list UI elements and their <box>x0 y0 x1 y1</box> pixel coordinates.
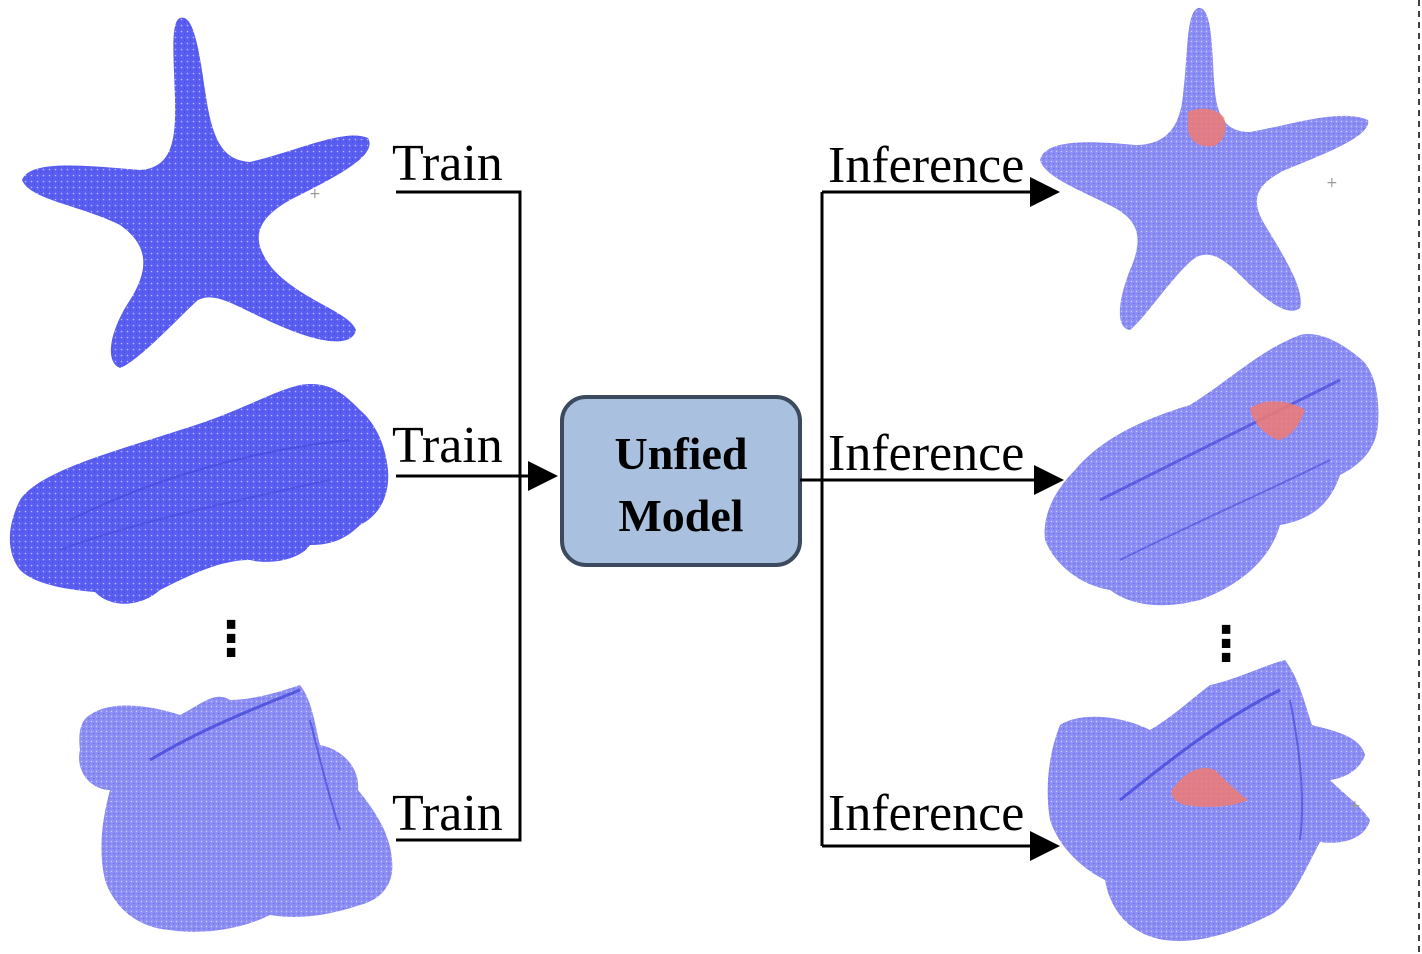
svg-text:+: + <box>309 186 321 202</box>
airplane-anomaly-region <box>1171 768 1248 807</box>
svg-text:+: + <box>1326 175 1338 191</box>
inference-label-1: Inference <box>828 137 1024 194</box>
train-connectors <box>396 190 558 842</box>
airplane-pointcloud-inference: + <box>1047 660 1370 941</box>
starfish-pointcloud-train: + <box>22 17 370 368</box>
car-pointcloud-train <box>9 384 389 604</box>
train-label-2: Train <box>392 417 503 474</box>
inference-label-3: Inference <box>828 785 1024 842</box>
inference-label-2: Inference <box>828 425 1024 482</box>
svg-text:+: + <box>1349 798 1361 814</box>
inference-connectors <box>800 177 1064 861</box>
unified-model-box: Unfied Model <box>560 395 802 567</box>
starfish-pointcloud-inference: + <box>1040 7 1369 331</box>
car-pointcloud-inference <box>1044 334 1379 606</box>
starfish-anomaly-region <box>1188 108 1226 147</box>
ellipsis-right: ⋮ <box>1202 616 1250 672</box>
train-line-top <box>396 190 522 476</box>
train-label-3: Train <box>392 785 503 842</box>
model-label-line1: Unfied <box>615 428 748 479</box>
train-line-bottom <box>396 476 522 842</box>
ellipsis-left: ⋮ <box>207 611 255 667</box>
train-label-1: Train <box>392 135 503 192</box>
car-anomaly-region <box>1250 401 1305 440</box>
model-label-line2: Model <box>618 490 743 541</box>
airplane-pointcloud-train <box>79 685 393 932</box>
